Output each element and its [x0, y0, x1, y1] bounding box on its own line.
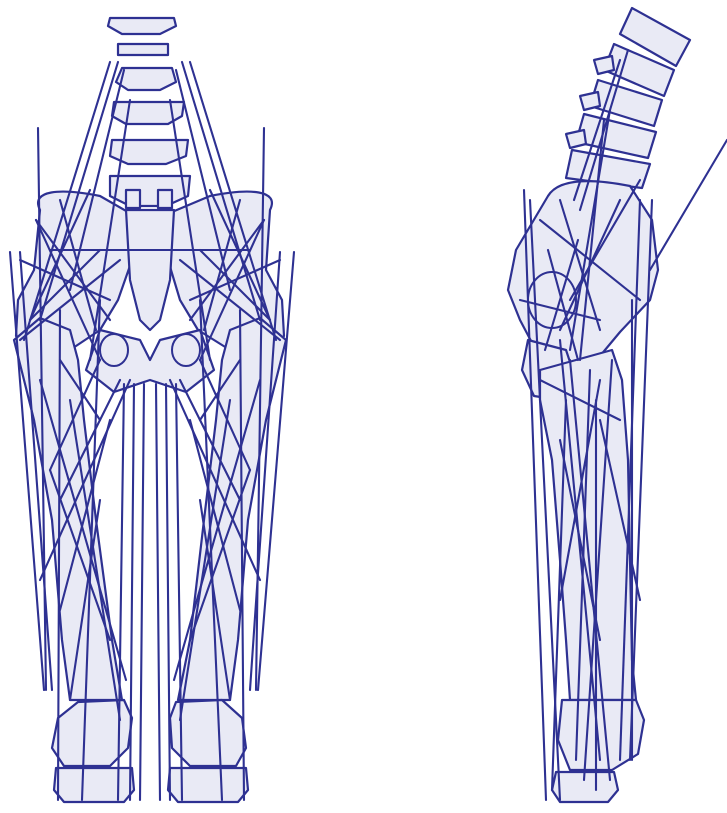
lateral-view	[508, 8, 727, 802]
vertebra-top	[108, 18, 176, 34]
sacrum	[126, 210, 174, 330]
lateral-spinous-2	[580, 92, 600, 110]
muscle-line	[650, 140, 727, 270]
vertebra-3	[116, 68, 176, 90]
lateral-spinous-3	[566, 130, 586, 148]
vertebra-6	[110, 176, 190, 206]
muscle-line	[140, 384, 144, 800]
muscle-line	[156, 384, 160, 800]
lateral-spine	[566, 8, 690, 188]
anterior-view	[10, 18, 294, 802]
vertebra-2	[118, 44, 168, 55]
anterior-spine	[108, 18, 190, 208]
muscle-line	[166, 384, 170, 800]
lateral-spinous-1	[594, 56, 614, 74]
pubic-symphysis	[86, 330, 214, 392]
sacral-block-right	[158, 190, 172, 208]
lateral-femur	[540, 350, 644, 802]
right-tibia-plateau	[168, 768, 248, 802]
sacral-block-left	[126, 190, 140, 208]
left-tibia-plateau	[54, 768, 134, 802]
muscle-line	[130, 384, 134, 800]
anterior-femurs	[14, 318, 286, 802]
